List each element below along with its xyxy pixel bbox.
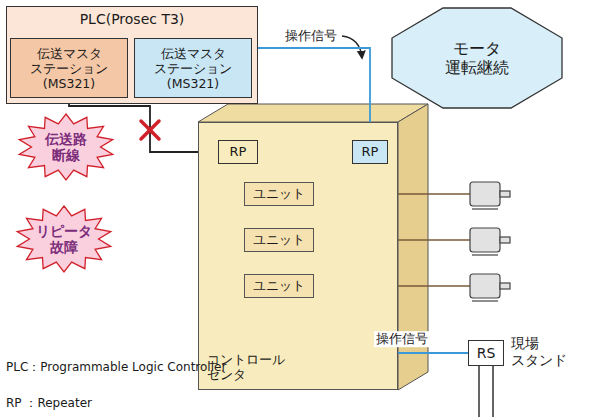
break-cross [141,121,159,139]
node-text: RP [362,144,379,160]
node-text: 伝送路 断線 [36,131,96,163]
node-text: (MS321) [167,76,219,91]
motor-icon [470,182,510,301]
repeater-box: RP [218,140,258,164]
stand-post [479,366,493,417]
node-text: ユニット [253,232,305,248]
master-station-box: 伝送マスタ ステーション(MS321) [134,38,252,98]
signal-label: 操作信号 [283,28,339,44]
legend-note: PLC：Programmable Logic Controller [6,360,227,374]
node-text: RS [477,345,496,362]
status-octagon: モータ 運転継続 [392,8,562,108]
signal-pointer [342,36,362,58]
fault-burst: リピータ 故障 [16,206,112,272]
node-text: ユニット [253,278,305,294]
node-text: RP [230,144,247,160]
legend-note: RP ：Repeater [6,396,227,410]
node-text: (MS321) [43,76,95,91]
unit-box: ユニット [244,182,314,206]
node-text: 伝送マスタ ステーション [138,46,248,76]
repeater-box: RP [352,140,388,164]
fault-burst: 伝送路 断線 [18,114,114,180]
node-text: ユニット [253,186,305,202]
unit-box: ユニット [244,228,314,252]
plc-box: PLC(Prosec T3)伝送マスタ ステーション(MS321)伝送マスタ ス… [6,6,258,104]
signal-label: 操作信号 [374,331,430,347]
break-cross [141,121,159,139]
node-text: 伝送マスタ ステーション [14,46,124,76]
cabinet-side [398,104,428,390]
control-center-box: コントロール センタRPRPユニットユニットユニット [198,122,398,390]
node-text: モータ 運転継続 [435,39,519,77]
remote-stand-box: RS現場 スタンド [468,340,504,366]
node-text: 現場 スタンド [511,335,571,369]
node-text: リピータ 故障 [34,223,94,255]
master-station-box: 伝送マスタ ステーション(MS321) [10,38,128,98]
unit-box: ユニット [244,274,314,298]
cabinet-top [198,104,428,122]
node-text: PLC(Prosec T3) [80,11,185,28]
